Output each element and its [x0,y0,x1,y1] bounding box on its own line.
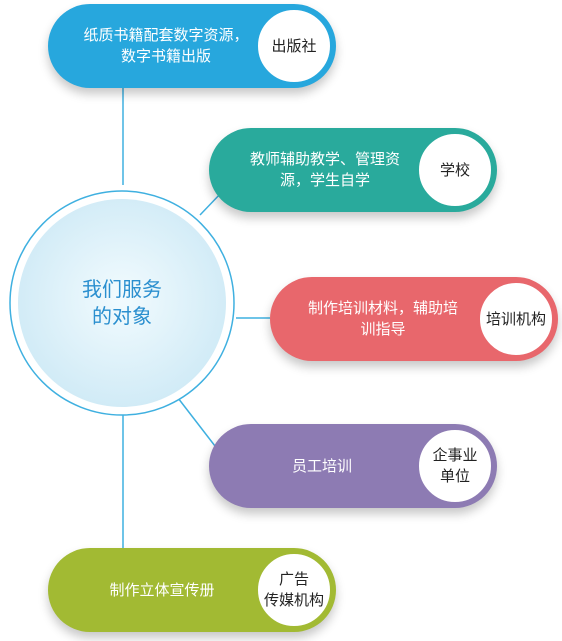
service-badge-publisher: 出版社 [256,8,332,84]
service-badge-school: 学校 [417,132,493,208]
service-description: 制作培训材料，辅助培 训指导 [307,299,458,338]
service-badge-media: 广告 传媒机构 [256,552,332,628]
service-item-media: 制作立体宣传册 广告 传媒机构 [48,548,336,632]
center-circle [18,199,226,407]
service-badge-enterprise: 企事业 单位 [417,428,493,504]
service-item-school: 教师辅助教学、管理资 源，学生自学 学校 [209,128,497,212]
service-badge-training: 培训机构 [478,281,554,357]
service-item-training: 制作培训材料，辅助培 训指导 培训机构 [270,277,558,361]
connector-line-enterprise [177,397,216,447]
service-item-enterprise: 员工培训 企事业 单位 [209,424,497,508]
service-description: 纸质书籍配套数字资源， 数字书籍出版 [83,26,249,65]
service-description: 制作立体宣传册 [109,580,215,599]
service-description: 教师辅助教学、管理资 源，学生自学 [249,150,400,189]
service-item-publisher: 纸质书籍配套数字资源， 数字书籍出版 出版社 [48,4,336,88]
service-description: 员工培训 [291,456,352,475]
center-label: 我们服务 的对象 [82,277,162,328]
